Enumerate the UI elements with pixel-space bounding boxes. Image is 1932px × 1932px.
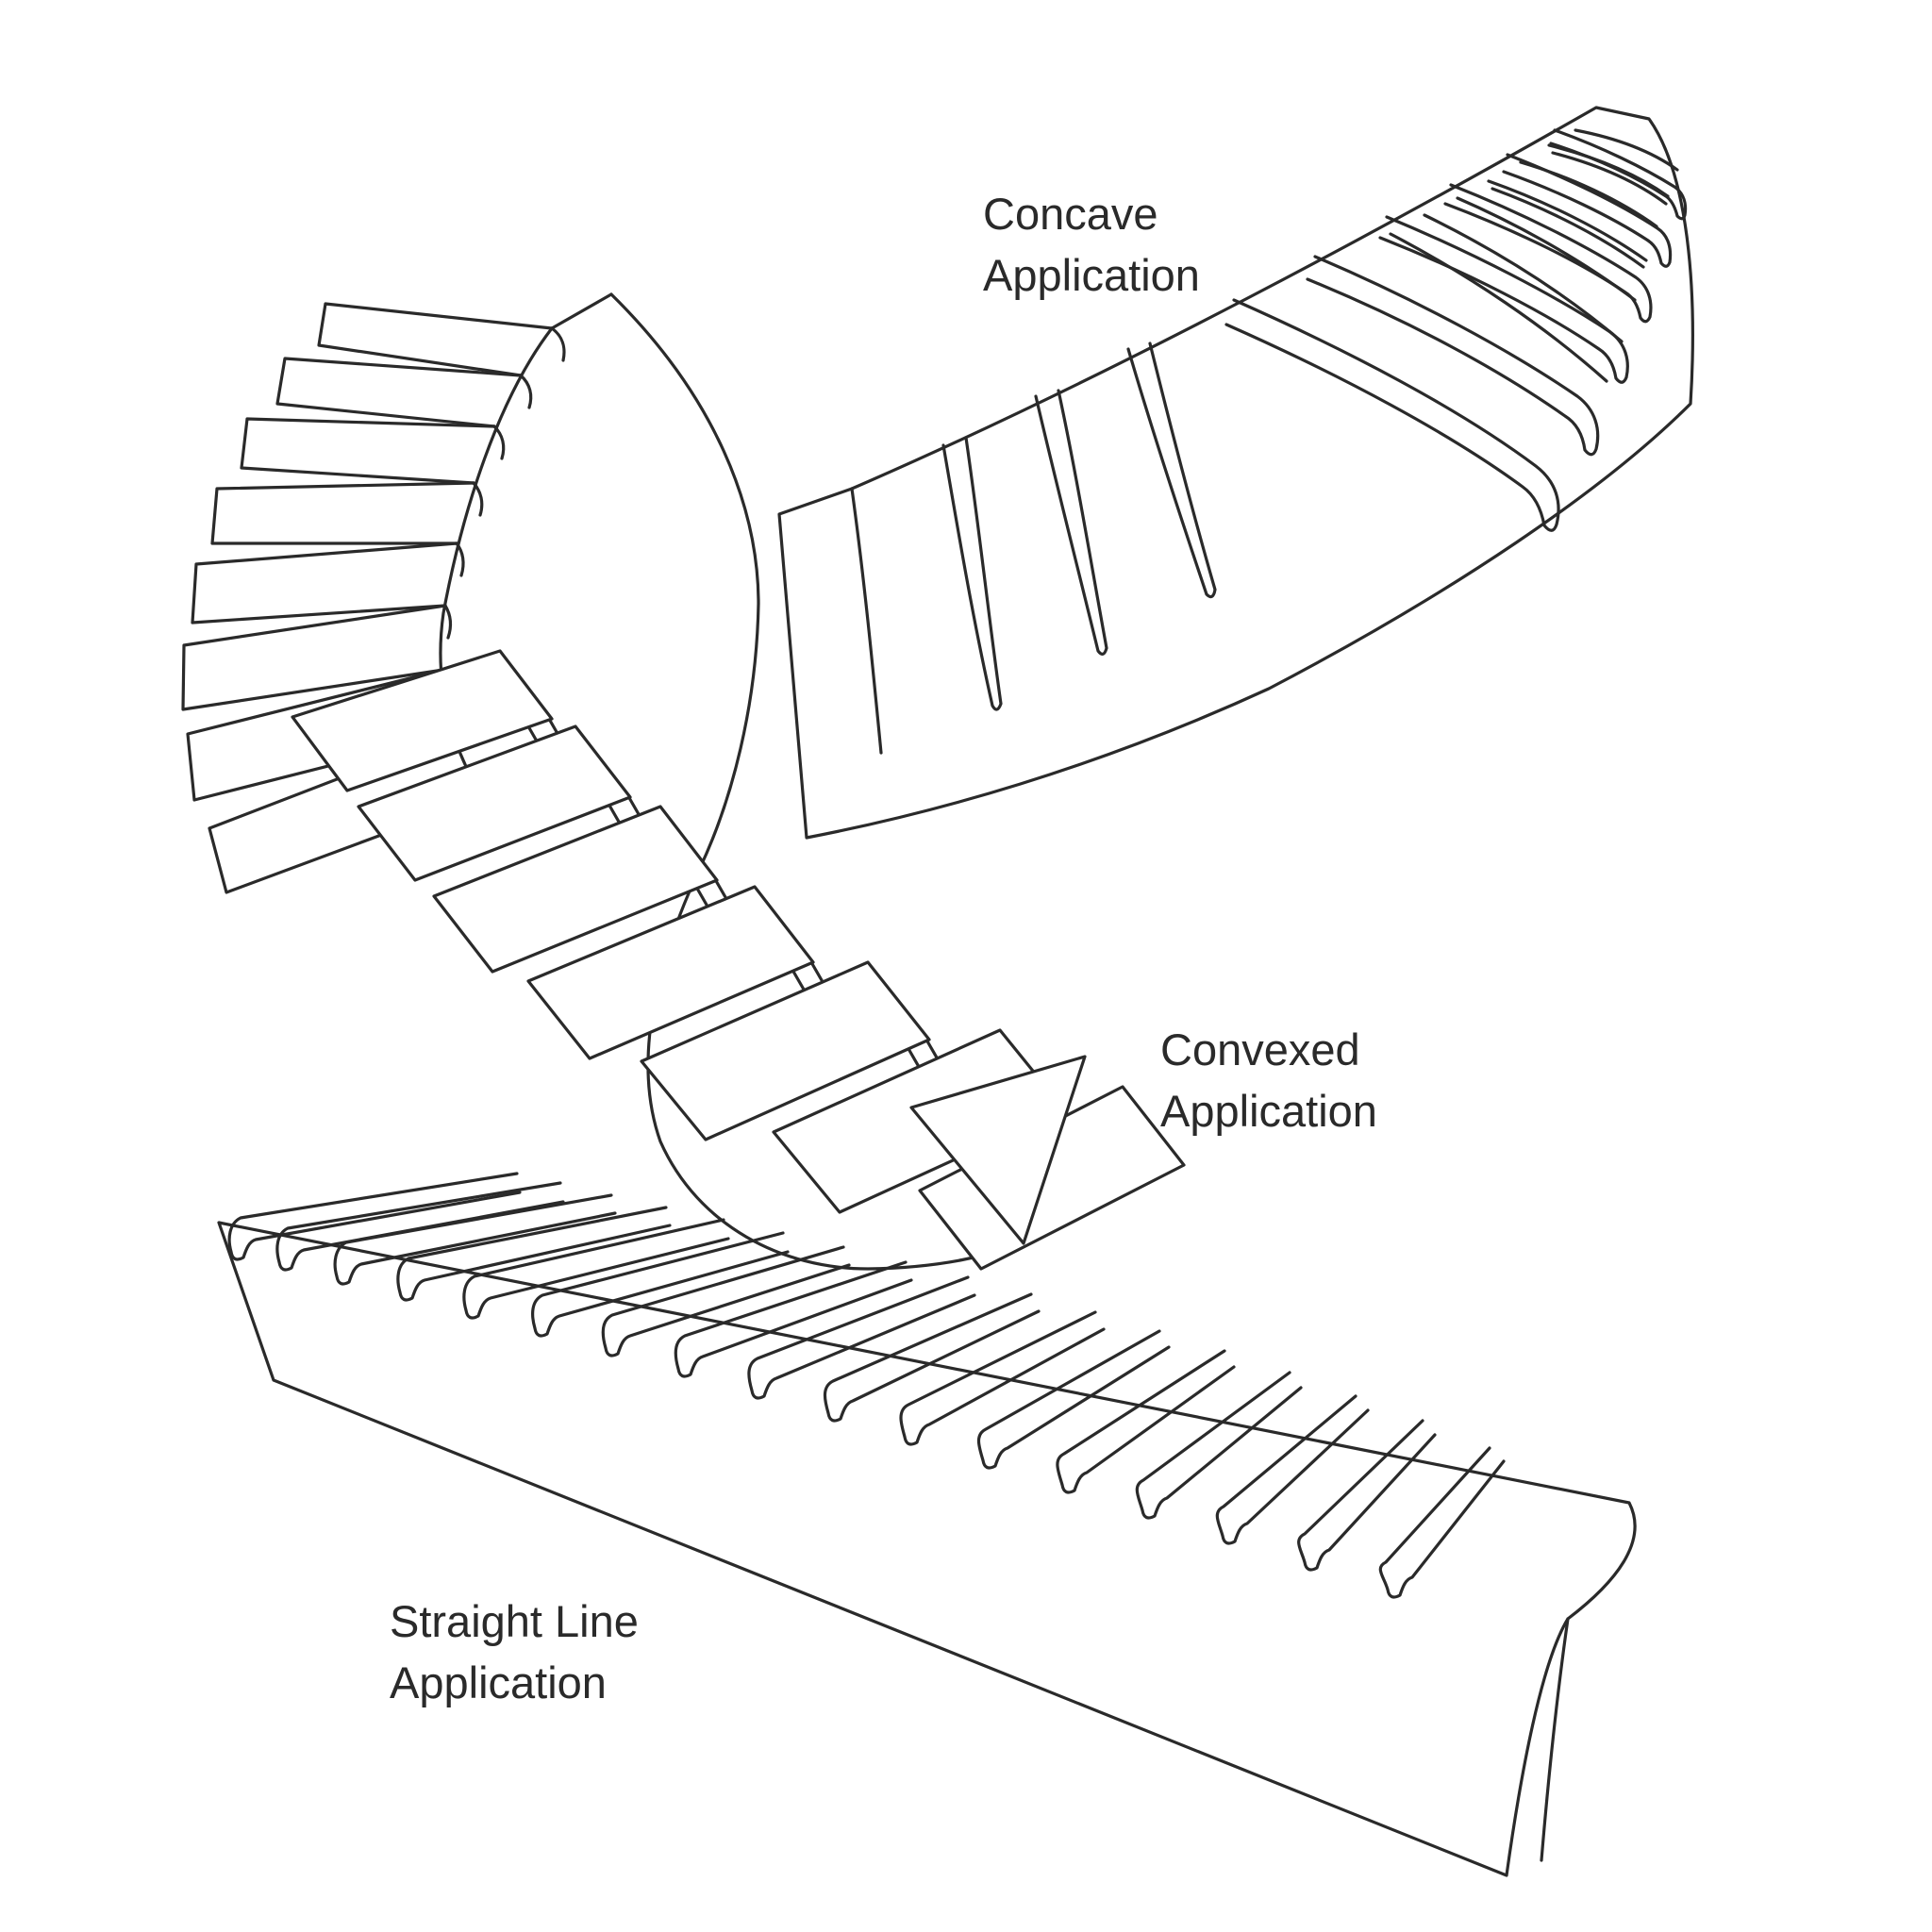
straight-tab-finger (1135, 1371, 1303, 1520)
concave-end-slit (850, 487, 883, 755)
concave-slit (941, 436, 1003, 711)
concave-figure (777, 106, 1694, 840)
convexed-tab-curl (519, 374, 533, 409)
convexed-tab-curl (550, 326, 566, 362)
convexed-tab-curl (472, 481, 484, 517)
straight-tab-finger (747, 1275, 976, 1400)
concave-overlap-line (1491, 187, 1645, 269)
concave-tab-finger (1502, 153, 1673, 268)
convexed-tab-finger (317, 302, 554, 377)
concave-tab-finger (1443, 183, 1653, 324)
straight-tab-finger (1378, 1446, 1506, 1599)
concave-overlap-line (1551, 151, 1668, 206)
straight-tab-finger (601, 1245, 851, 1357)
convexed-tab-curl (443, 604, 452, 640)
straight-tab-finger (674, 1260, 913, 1378)
concave-label: Concave Application (983, 183, 1200, 306)
concave-band-outline (777, 106, 1694, 840)
concave-overlap-line (1547, 143, 1670, 198)
straight-tab-fingers (227, 1172, 1506, 1599)
convexed-tab-finger (240, 417, 496, 485)
concave-slit (1126, 341, 1217, 599)
convexed-tab-curl (455, 541, 465, 577)
convexed-plate (640, 960, 931, 1141)
concave-tab-finger (1378, 215, 1629, 384)
concave-overlap-line (1487, 179, 1648, 262)
concave-slit (1034, 389, 1108, 656)
straight-strip-outline (217, 1221, 1637, 1877)
straight-tab-finger (1297, 1419, 1437, 1572)
straight-tab-finger (823, 1292, 1041, 1423)
convexed-plate (526, 885, 815, 1060)
convexed-label-line1: Convexed (1160, 1024, 1360, 1074)
straight-tab-finger (1215, 1394, 1370, 1545)
convexed-tab-finger (181, 604, 447, 711)
straight-tab-finger (275, 1181, 565, 1272)
convexed-tab-finger (275, 357, 523, 428)
convexed-tab-finger (210, 481, 475, 545)
straight-figure (217, 1172, 1637, 1877)
concave-label-line2: Application (983, 250, 1200, 300)
straight-tab-finger (462, 1218, 730, 1320)
straight-label-line2: Application (390, 1657, 607, 1707)
concave-overlap-line (1423, 213, 1624, 343)
straight-tab-finger (531, 1231, 790, 1338)
convexed-tab-finger (208, 732, 485, 894)
convexed-tab-finger (186, 668, 457, 802)
straight-tab-finger (976, 1329, 1171, 1470)
convexed-figure (181, 292, 1186, 1271)
straight-label-line1: Straight Line (390, 1596, 639, 1646)
concave-overlap-line (1519, 160, 1658, 228)
concave-overlap-line (1574, 128, 1679, 172)
convexed-plate (432, 805, 719, 974)
straight-tab-finger (899, 1310, 1106, 1446)
concave-tab-finger (1306, 255, 1600, 457)
concave-overlap-line (1389, 232, 1608, 383)
convexed-tab-finger (191, 541, 458, 625)
straight-tab-finger (227, 1172, 522, 1261)
convexed-end-face (909, 1055, 1087, 1245)
convexed-tab-curl (492, 425, 506, 460)
convexed-label-line2: Application (1160, 1086, 1377, 1136)
straight-tab-finger (396, 1206, 672, 1302)
straight-end-crease (1540, 1617, 1570, 1862)
convexed-plate (357, 724, 632, 882)
convexed-label: Convexed Application (1160, 1019, 1377, 1141)
straight-label: Straight Line Application (390, 1591, 639, 1713)
concave-tab-finger (1224, 298, 1560, 532)
convexed-end-cap (550, 292, 613, 330)
convexed-plate (291, 649, 554, 792)
concave-label-line1: Concave (983, 189, 1158, 239)
concave-tab-finger (1549, 128, 1688, 221)
straight-tab-finger (333, 1193, 617, 1286)
concave-overlap-line (1456, 196, 1637, 302)
straight-tab-finger (1056, 1349, 1236, 1494)
